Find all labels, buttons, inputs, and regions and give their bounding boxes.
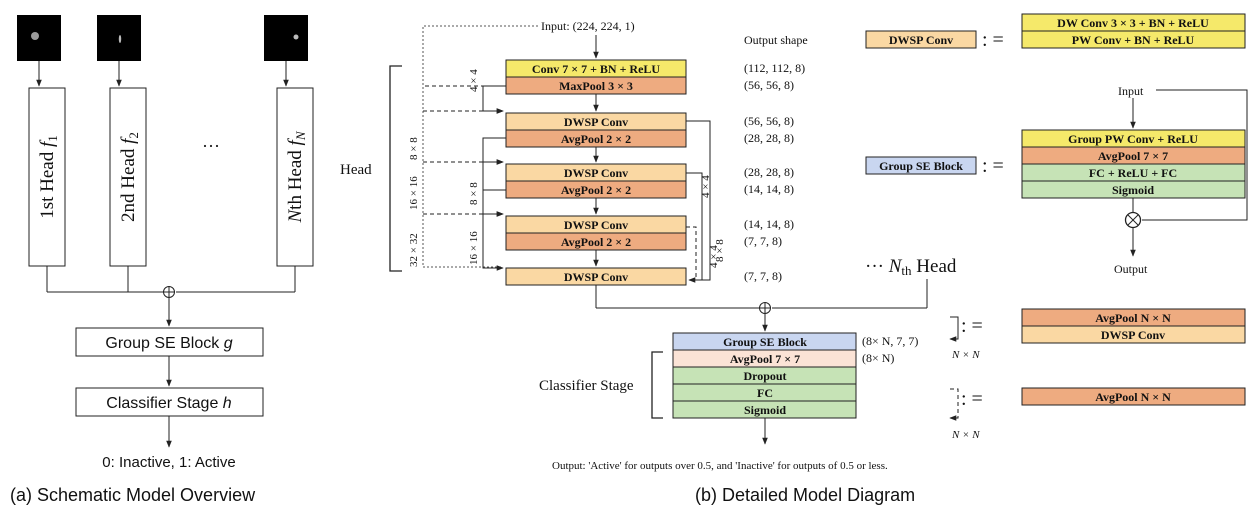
legend-dwsp-after-pool-label: DWSP Conv <box>1101 328 1165 342</box>
input-image-2-blob <box>118 35 122 43</box>
cls-shape-1: (8× N, 7, 7) <box>862 334 918 348</box>
caption-b: (b) Detailed Model Diagram <box>695 485 915 505</box>
dwsp-label-4: DWSP Conv <box>564 270 628 284</box>
def-symbol-2: : = <box>982 155 1004 177</box>
legend-avgpool7-label: AvgPool 7 × 7 <box>1098 149 1168 163</box>
legend-dwsp-after-pool <box>1021 325 1246 344</box>
legend-dwsp-key-label: DWSP Conv <box>889 33 953 47</box>
avgpool-label-1: AvgPool 2 × 2 <box>561 132 631 146</box>
legend-gse-key-label: Group SE Block <box>879 159 963 173</box>
input-image-1 <box>17 15 61 61</box>
skip-label-16x16-f: 16 × 16 <box>468 231 480 265</box>
head-box-n <box>276 87 314 267</box>
def-symbol-3: : = <box>961 315 983 337</box>
skip-label-8x8-h: 8 × 8 <box>714 239 726 262</box>
group-se-label: Group SE Block g <box>105 335 232 352</box>
dwsp-label-2: DWSP Conv <box>564 166 628 180</box>
legend-pw-conv <box>1021 30 1246 49</box>
legend-dwsp-key <box>865 30 977 49</box>
skip-label-8x8-b: 8 × 8 <box>408 137 420 160</box>
skip-label-16x16-c: 16 × 16 <box>408 176 420 210</box>
legend-avgpool-nxn-1-label: AvgPool N × N <box>1095 311 1171 325</box>
shape-dwsp-4: (7, 7, 8) <box>744 269 782 283</box>
legend-group-pw-label: Group PW Conv + ReLU <box>1068 132 1198 146</box>
shape-avgpool-2: (14, 14, 8) <box>744 182 794 196</box>
avgpool-label-2: AvgPool 2 × 2 <box>561 183 631 197</box>
head-n-label: Nth Head fN <box>285 130 308 223</box>
output-shape-header: Output shape <box>744 33 808 47</box>
shape-dwsp-3: (14, 14, 8) <box>744 217 794 231</box>
skip-label-4x4-i: 4 × 4 <box>708 245 720 268</box>
dwsp-label-3: DWSP Conv <box>564 218 628 232</box>
def-symbol-4: : = <box>961 388 983 410</box>
shape-conv7: (112, 112, 8) <box>744 61 805 75</box>
cls-dropout-label: Dropout <box>743 369 786 383</box>
dwsp-label-1: DWSP Conv <box>564 115 628 129</box>
skip-label-4x4-a: 4 × 4 <box>468 69 480 92</box>
shape-avgpool-3: (7, 7, 8) <box>744 234 782 248</box>
head-2-label: 2nd Head f2 <box>118 132 141 222</box>
legend-avgpool-nxn-2 <box>1021 387 1246 406</box>
shape-avgpool-1: (28, 28, 8) <box>744 131 794 145</box>
maxpool-label: MaxPool 3 × 3 <box>559 79 633 93</box>
legend-dw-conv-label: DW Conv 3 × 3 + BN + ReLU <box>1057 16 1209 30</box>
legend-output-label: Output <box>1114 262 1148 276</box>
skip-label-4x4-g: 4 × 4 <box>700 175 712 198</box>
legend-sigmoid-label: Sigmoid <box>1112 183 1154 197</box>
legend-panel: DWSP Conv : = DW Conv 3 × 3 + BN + ReLU … <box>865 13 1248 441</box>
skip-label-32x32-d: 32 × 32 <box>408 233 420 267</box>
group-se-block-g <box>75 327 264 357</box>
nxn-label-2: N × N <box>951 429 980 441</box>
head-bracket-label: Head <box>340 162 372 178</box>
schematic-overview: 1st Head f1 2nd Head f2 Nth Head fN ··· … <box>10 15 314 505</box>
heads-ellipsis: ··· <box>202 136 220 156</box>
legend-pw-conv-label: PW Conv + BN + ReLU <box>1072 33 1195 47</box>
head-box-2 <box>109 87 147 267</box>
input-shape-label: Input: (224, 224, 1) <box>541 19 635 33</box>
avgpool-label-3: AvgPool 2 × 2 <box>561 235 631 249</box>
shape-dwsp-1: (56, 56, 8) <box>744 114 794 128</box>
cls-fc-label: FC <box>757 386 773 400</box>
classifier-stage-bracket-label: Classifier Stage <box>539 378 634 394</box>
legend-avgpool-nxn-2-label: AvgPool N × N <box>1095 390 1171 404</box>
input-image-n <box>264 15 308 61</box>
legend-input-label: Input <box>1118 84 1144 98</box>
legend-gse-key <box>865 156 977 175</box>
input-image-n-blob <box>293 34 299 40</box>
shape-maxpool: (56, 56, 8) <box>744 78 794 92</box>
cls-group-se-label: Group SE Block <box>723 335 807 349</box>
nxn-label-1: N × N <box>951 349 980 361</box>
cls-shape-2: (8× N) <box>862 351 894 365</box>
final-output-label: Output: 'Active' for outputs over 0.5, a… <box>552 460 888 472</box>
cls-avgpool-label: AvgPool 7 × 7 <box>730 352 800 366</box>
def-symbol-1: : = <box>982 29 1004 51</box>
skip-label-8x8-e: 8 × 8 <box>468 182 480 205</box>
classifier-stage-h <box>75 387 264 417</box>
cls-sigmoid-label: Sigmoid <box>744 403 786 417</box>
input-image-1-blob <box>31 32 39 40</box>
conv7-label: Conv 7 × 7 + BN + ReLU <box>532 62 661 76</box>
shape-dwsp-2: (28, 28, 8) <box>744 165 794 179</box>
detailed-diagram: Input: (224, 224, 1) Output shape Head C… <box>340 19 957 505</box>
left-output-label: 0: Inactive, 1: Active <box>102 454 235 471</box>
caption-a: (a) Schematic Model Overview <box>10 485 256 505</box>
legend-fc-relu-fc-label: FC + ReLU + FC <box>1089 166 1177 180</box>
head-1-label: 1st Head f1 <box>37 135 60 219</box>
nth-head-label: ··· Nth Head <box>865 256 957 278</box>
classifier-stage-label: Classifier Stage h <box>106 395 232 412</box>
